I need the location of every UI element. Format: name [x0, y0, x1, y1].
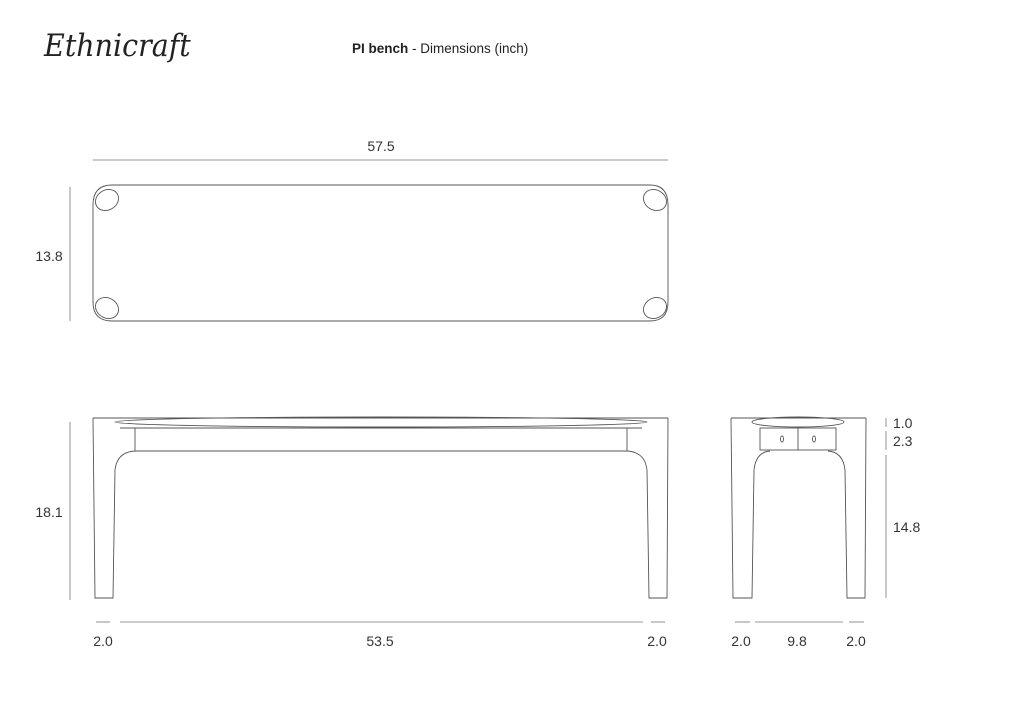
leg-top-right: [643, 189, 667, 211]
title-subtitle: Dimensions (inch): [420, 41, 529, 56]
side-leg-right: [827, 417, 867, 599]
page-title: PI bench - Dimensions (inch): [352, 41, 528, 56]
front-span-label: 53.5: [366, 633, 393, 649]
front-leg-left-label: 2.0: [93, 633, 113, 649]
top-view: 57.5 13.8: [35, 138, 669, 322]
leg-bottom-left: [95, 297, 119, 319]
title-separator: -: [408, 41, 421, 56]
side-leg-left-label: 2.0: [731, 633, 751, 649]
top-thickness-label: 1.0: [893, 415, 913, 431]
leg-top-left: [95, 189, 119, 211]
front-view: 18.1 2.0 53.5 2.0: [35, 416, 669, 649]
ethnicraft-logo: Ethnicraft: [44, 28, 191, 64]
product-name: PI bench: [352, 41, 409, 56]
leg-bottom-right: [643, 297, 667, 319]
front-leg-right: [626, 417, 669, 599]
height-label: 18.1: [35, 504, 62, 520]
side-leg-left: [730, 417, 771, 599]
front-leg-right-label: 2.0: [647, 633, 667, 649]
side-leg-right-label: 2.0: [846, 633, 866, 649]
front-leg-left: [92, 417, 136, 599]
width-label: 57.5: [367, 138, 394, 154]
side-span-label: 9.8: [787, 633, 807, 649]
side-view: 1.0 2.3 14.8 2.0 9.8 2.0: [730, 415, 920, 649]
seat-outline: [92, 184, 669, 322]
apron-label: 2.3: [893, 433, 913, 449]
depth-label: 13.8: [35, 248, 62, 264]
leg-height-label: 14.8: [893, 519, 920, 535]
